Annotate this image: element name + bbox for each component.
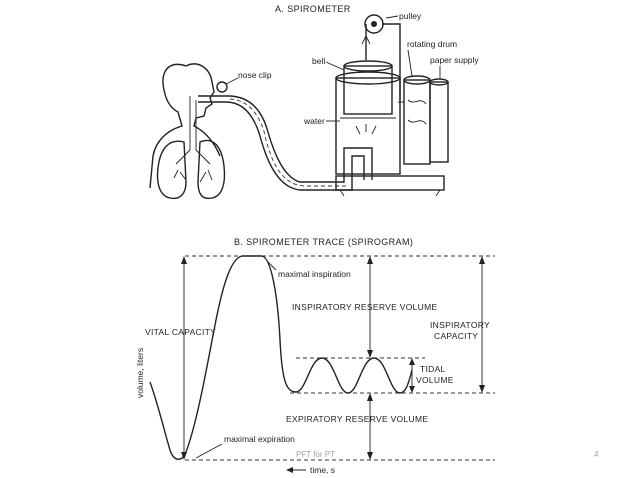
footer-text: PFT for PT <box>296 450 335 459</box>
maximal-inspiration-label: maximal inspiration <box>278 269 351 279</box>
nose-clip-icon <box>216 81 228 93</box>
pulley-label: pulley <box>399 11 422 21</box>
rotating-drum <box>398 75 431 165</box>
nose-clip-label: nose clip <box>238 70 272 80</box>
time-arrow <box>286 467 306 473</box>
spirometer-title: A. SPIROMETER <box>275 4 351 14</box>
maximal-expiration-label: maximal expiration <box>224 434 295 444</box>
y-axis-label: volume, liters <box>135 348 145 398</box>
inspiratory-capacity-arrow <box>479 256 485 393</box>
breathing-tube <box>198 95 373 191</box>
paper-supply-label: paper supply <box>430 55 479 65</box>
bell-label: bell <box>312 56 325 66</box>
irv-arrow <box>367 256 373 358</box>
tidal-volume-label-2: VOLUME <box>416 375 454 385</box>
paper-supply <box>429 78 449 163</box>
inspiratory-capacity-label-2: CAPACITY <box>434 331 478 341</box>
tidal-volume-label-1: TIDAL <box>420 364 446 374</box>
vital-capacity-label: VITAL CAPACITY <box>145 327 216 337</box>
page-number: 4 <box>594 450 599 459</box>
tidal-volume-arrow <box>409 358 415 393</box>
erv-label: EXPIRATORY RESERVE VOLUME <box>286 414 428 424</box>
spirogram-title: B. SPIROMETER TRACE (SPIROGRAM) <box>234 237 413 247</box>
irv-label: INSPIRATORY RESERVE VOLUME <box>292 302 437 312</box>
person-silhouette <box>149 63 226 200</box>
spirogram-trace <box>149 255 413 460</box>
erv-arrow <box>367 393 373 460</box>
water-label: water <box>303 116 325 126</box>
vital-capacity-arrow <box>181 256 187 460</box>
inspiratory-capacity-label-1: INSPIRATORY <box>430 320 490 330</box>
rotating-drum-label: rotating drum <box>407 39 457 49</box>
spirometer-tank <box>335 60 445 197</box>
x-axis-label: time, s <box>310 465 335 475</box>
